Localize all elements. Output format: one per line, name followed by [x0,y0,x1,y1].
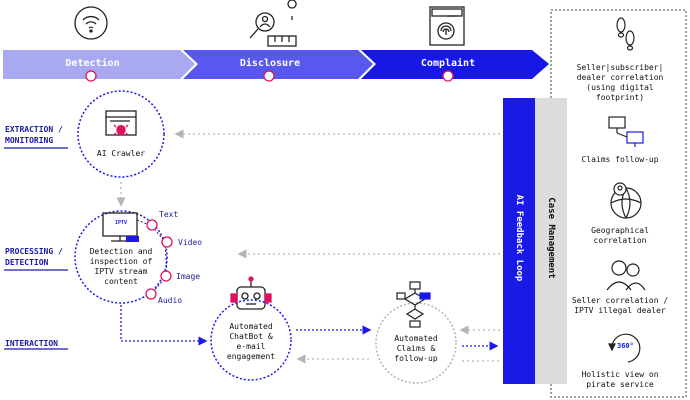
right-item-footprint-line1: Seller|subscriber| [576,63,664,72]
right-item-geo-label: Geographical correlation [560,226,680,246]
right-item-footprint-line3: (using digital [586,83,654,92]
right-item-footprint-label: Seller|subscriber| dealer correlation (u… [560,63,680,103]
iptv-screen-label: IPTV [114,220,128,226]
right-item-geo-line2: correlation [593,236,647,245]
inspection-label-line4: content [104,277,138,286]
media-dot-audio [145,288,157,300]
media-label-image: Image [176,272,201,281]
chatbot-circle [210,299,292,381]
magnifier-user-icon [249,0,297,47]
media-dot-video [161,236,173,248]
stage-dot-disclosure [263,70,275,82]
inspection-label-line1: Detection and [89,247,153,256]
chatbot-label-line2: ChatBot & [229,332,273,341]
computer-network-icon [608,116,644,147]
right-item-holistic-line2: pirate service [586,380,654,389]
stage-arrow-detection [3,50,195,79]
people-icon [606,260,646,291]
claims-label-line1: Automated [394,334,438,343]
iptv-screen-icon [102,212,139,242]
stage-dot-detection [85,70,97,82]
right-item-geo-line1: Geographical [591,226,649,235]
right-item-claims-label: Claims follow-up [581,155,659,164]
stage-dot-complaint [442,70,454,82]
section-label-interaction: INTERACTION [5,339,58,348]
right-item-seller-label: Seller correlation / IPTV illegal dealer [556,296,684,316]
right-item-seller-line2: IPTV illegal dealer [574,306,666,315]
media-label-audio: Audio [158,296,183,305]
inspection-label-line2: inspection of [89,257,153,266]
right-item-footprint-line2: dealer correlation [576,73,664,82]
claims-label-line3: follow-up [394,354,438,363]
view-360-badge: 360° [617,342,634,350]
stage-label-complaint: Complaint [420,58,476,69]
inspection-label-line3: IPTV stream [94,267,148,276]
chatbot-label-line1: Automated [229,322,273,331]
claims-circle [375,302,457,384]
inspection-circle [74,210,168,304]
claims-flowchart-icon [396,281,431,328]
right-item-holistic-line1: Holistic view on [581,370,659,379]
footprints-icon [616,17,635,51]
section-label-processing-line1: PROCESSING / [5,247,63,256]
section-label-extraction-line2: MONITORING [5,136,54,145]
section-label-processing: PROCESSING / DETECTION [5,246,63,268]
stage-arrow-disclosure [183,50,373,79]
stage-arrow-complaint [361,50,549,79]
case-management-label: Case Management [546,197,556,279]
media-label-video: Video [178,238,203,247]
section-label-extraction-line1: EXTRACTION / [5,125,63,134]
right-item-holistic-label: Holistic view on pirate service [560,370,680,390]
section-label-extraction: EXTRACTION / MONITORING [5,124,63,146]
claims-label-line2: Claims & [396,344,436,353]
stage-label-detection: Detection [65,58,120,69]
crawler-browser-bug-icon [105,110,137,136]
right-item-footprint-line4: footprint) [595,93,645,102]
arrow-inspection-to-chatbot [120,305,208,346]
view-360-icon [608,333,641,363]
crawler-circle [77,90,165,178]
section-label-processing-line2: DETECTION [5,258,49,267]
claims-label: Automated Claims & follow-up [376,334,456,364]
chatbot-label-line4: engagement [226,352,276,361]
crawler-label: AI Crawler [96,149,146,158]
right-item-seller-line1: Seller correlation / [571,296,669,305]
media-dot-text [146,219,158,231]
media-dot-image [160,270,172,282]
fingerprint-document-icon [429,6,465,46]
right-panel-border [550,9,687,398]
ai-feedback-loop-label: AI Feedback Loop [514,194,524,282]
chatbot-label: Automated ChatBot & e-mail engagement [211,322,291,362]
chatbot-robot-icon [230,276,272,310]
wifi-icon [74,6,108,40]
chatbot-label-line3: e-mail [236,342,266,351]
inspection-label: Detection and inspection of IPTV stream … [76,247,166,287]
case-management-bar [535,98,567,384]
media-label-text: Text [159,210,179,219]
globe-pin-icon [610,182,642,219]
stage-label-disclosure: Disclosure [239,58,301,69]
ai-feedback-loop-bar [503,98,535,384]
